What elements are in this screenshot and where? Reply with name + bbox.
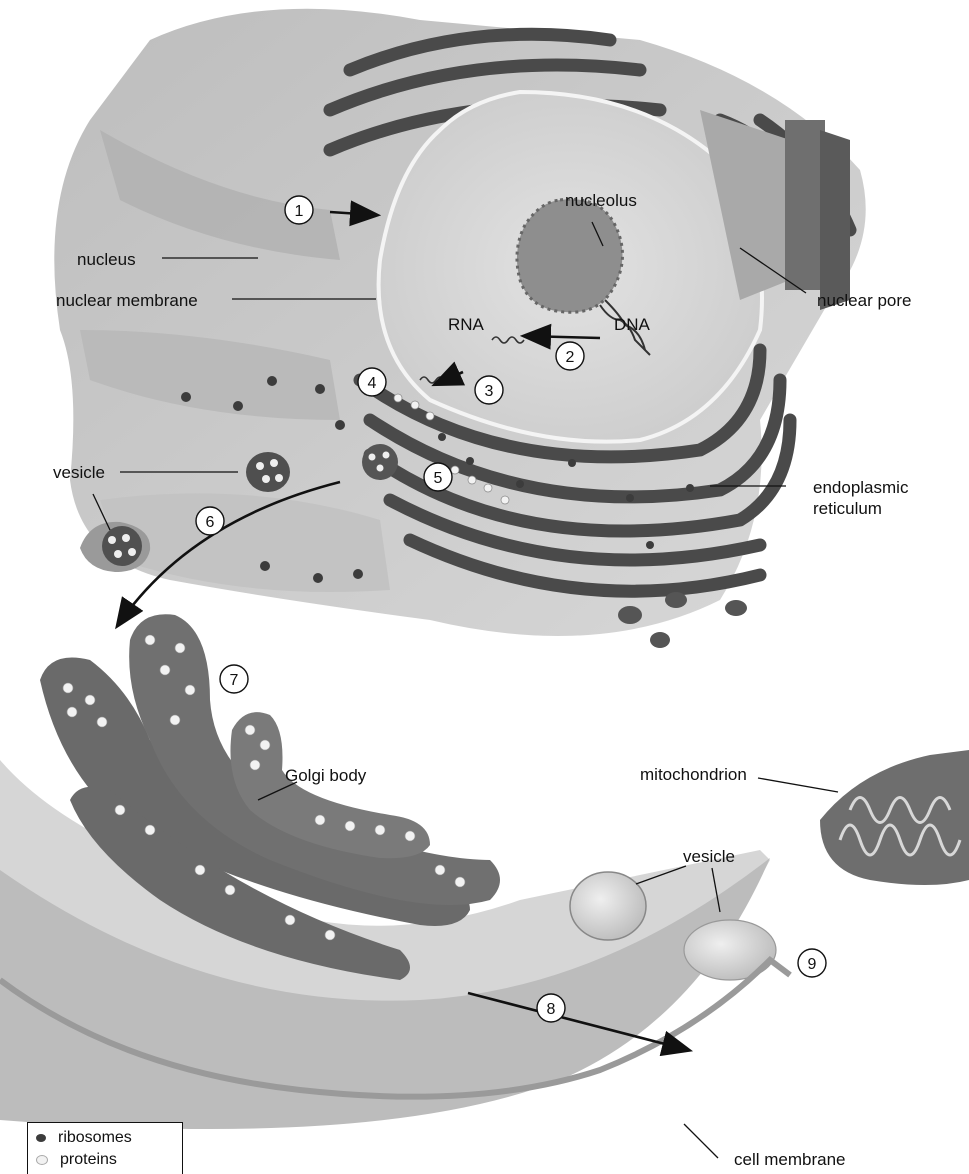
dna-label: DNA xyxy=(614,315,651,334)
cell-membrane-label: cell membrane xyxy=(734,1150,846,1169)
svg-text:5: 5 xyxy=(434,470,443,487)
legend-ribosomes-label: ribosomes xyxy=(58,1129,132,1147)
nucleolus-label: nucleolus xyxy=(565,191,637,210)
vesicle-upper-1 xyxy=(246,452,290,492)
svg-text:3: 3 xyxy=(485,383,494,400)
step-2: 2 xyxy=(556,342,584,370)
endoplasmic-label: endoplasmic xyxy=(813,478,909,497)
mitochondrion-label: mitochondrion xyxy=(640,765,747,784)
vesicle-bottom-label: vesicle xyxy=(683,847,735,866)
step-1: 1 xyxy=(285,196,313,224)
rna-label: RNA xyxy=(448,315,485,334)
svg-text:7: 7 xyxy=(230,672,239,689)
nuclear-membrane-label: nuclear membrane xyxy=(56,291,198,310)
step-9: 9 xyxy=(798,949,826,977)
nucleus-label: nucleus xyxy=(77,250,136,269)
legend-proteins: proteins xyxy=(36,1149,174,1171)
svg-text:9: 9 xyxy=(808,956,817,973)
step-6: 6 xyxy=(196,507,224,535)
step-3: 3 xyxy=(475,376,503,404)
vesicle-top-label: vesicle xyxy=(53,463,105,482)
golgi-body-label: Golgi body xyxy=(285,766,367,785)
step-7: 7 xyxy=(220,665,248,693)
step-5: 5 xyxy=(424,463,452,491)
legend: ribosomes proteins xyxy=(27,1122,183,1174)
nuclear-pore-label: nuclear pore xyxy=(817,291,912,310)
ribosome-swatch xyxy=(36,1134,46,1142)
svg-text:8: 8 xyxy=(547,1001,556,1018)
legend-proteins-label: proteins xyxy=(60,1151,117,1169)
svg-text:6: 6 xyxy=(206,514,215,531)
step-8: 8 xyxy=(537,994,565,1022)
vesicle-lower-1 xyxy=(570,872,646,940)
legend-ribosomes: ribosomes xyxy=(36,1127,174,1149)
svg-text:4: 4 xyxy=(368,375,377,392)
protein-swatch xyxy=(36,1155,48,1165)
reticulum-label: reticulum xyxy=(813,499,882,518)
svg-text:1: 1 xyxy=(295,203,304,220)
step-4: 4 xyxy=(358,368,386,396)
vesicle-upper-3 xyxy=(362,444,398,480)
nucleolus xyxy=(517,199,623,312)
svg-text:2: 2 xyxy=(566,349,575,366)
